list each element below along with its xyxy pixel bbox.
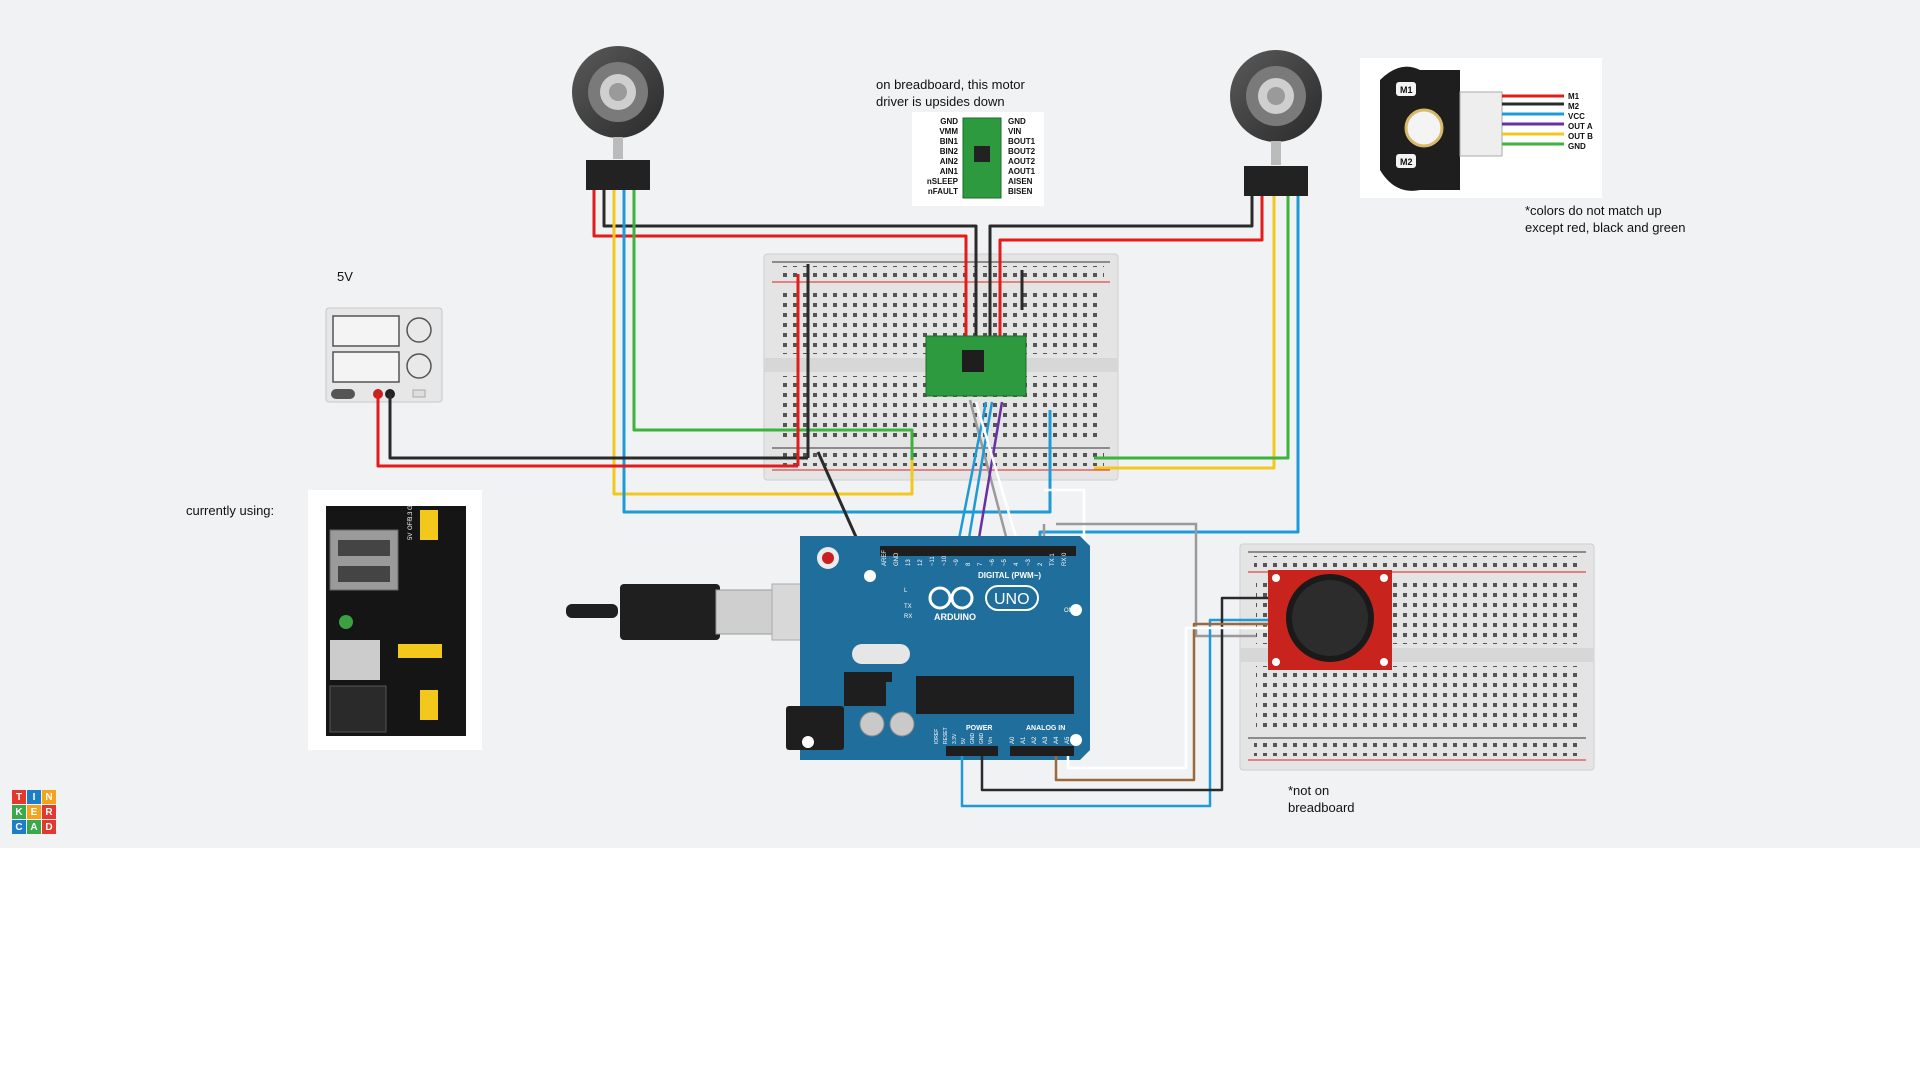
arduino-analog-label: ANALOG IN xyxy=(1026,725,1065,732)
arduino-led-label: ON xyxy=(1064,608,1073,614)
arduino-power-label: POWER xyxy=(966,725,992,732)
arduino-power-pin-label: Vin xyxy=(988,737,994,744)
power-module-label: 5V xyxy=(408,533,414,540)
arduino-digital-pin-label: ~9 xyxy=(954,558,960,566)
tinkercad-logo-letter: K xyxy=(12,805,26,819)
arduino-analog-pin-label: A0 xyxy=(1010,736,1016,744)
motor-driver-on-breadboard[interactable] xyxy=(925,335,1027,397)
arduino-digital-pin-label: 12 xyxy=(918,559,924,566)
power-module-label: OFF xyxy=(408,518,414,530)
arduino-digital-pin-label: ~11 xyxy=(930,556,936,566)
encoder-pin-label: OUT A xyxy=(1568,122,1593,131)
usb-plug xyxy=(620,584,720,640)
arduino-analog-pin-label: A4 xyxy=(1054,736,1060,744)
driver-pin-label: AOUT2 xyxy=(1008,157,1036,166)
driver-pin-label: AOUT1 xyxy=(1008,167,1036,176)
arduino-power-pin-label: RESET xyxy=(943,727,949,744)
currently-using-label: currently using: xyxy=(186,503,275,518)
wires-motor-left xyxy=(592,190,1052,514)
driver-pin-label: GND xyxy=(1008,117,1026,126)
wires-driver-to-arduino xyxy=(956,399,1256,638)
power-voltage-label: 5V xyxy=(337,269,353,284)
arduino-digital-label: DIGITAL (PWM~) xyxy=(978,571,1041,580)
tinkercad-logo-letter: I xyxy=(27,790,41,804)
arduino-digital-pin-label: 7 xyxy=(978,562,984,566)
arduino-digital-pin-label: ~6 xyxy=(990,558,996,566)
arduino-power-pin-label: 5V xyxy=(961,737,967,744)
colors-note: *colors do not match up except red, blac… xyxy=(1525,203,1686,235)
driver-pin-label: BIN1 xyxy=(940,137,959,146)
encoder-pin-label: OUT B xyxy=(1568,132,1593,141)
tinkercad-logo-letter: C xyxy=(12,820,26,834)
driver-pin-label: BOUT2 xyxy=(1008,147,1036,156)
driver-pin-label: BISEN xyxy=(1008,187,1033,196)
tinkercad-logo-letter: A xyxy=(27,820,41,834)
arduino-digital-pin-label: ~5 xyxy=(1002,558,1008,566)
joystick-note: *not on breadboard xyxy=(1288,783,1355,815)
arduino-brand: ARDUINO xyxy=(934,612,976,622)
arduino-analog-pin-label: A3 xyxy=(1043,736,1049,744)
driver-pin-label: AISEN xyxy=(1008,177,1033,186)
arduino-analog-pin-label: A2 xyxy=(1032,736,1038,744)
motor-left[interactable] xyxy=(572,46,664,190)
motor-driver-note: on breadboard, this motor driver is upsi… xyxy=(876,77,1025,109)
breadboard-right[interactable] xyxy=(1239,543,1595,771)
joystick-module[interactable] xyxy=(1268,570,1392,670)
arduino-model: UNO xyxy=(994,591,1030,608)
arduino-analog-pin-label: A5 xyxy=(1065,736,1071,744)
tinkercad-logo-letter: R xyxy=(42,805,56,819)
arduino-digital-pin-label: RX 0 xyxy=(1062,552,1068,566)
tinkercad-logo-letter: N xyxy=(42,790,56,804)
bench-power-supply[interactable] xyxy=(325,307,443,403)
arduino-led-label: RX xyxy=(904,614,912,620)
arduino-power-pin-label: 3.3V xyxy=(952,733,958,744)
motor-right[interactable] xyxy=(1230,50,1322,196)
tinkercad-logo-letter: D xyxy=(42,820,56,834)
driver-pin-label: nFAULT xyxy=(928,187,958,196)
encoder-pin-label: M2 xyxy=(1568,102,1580,111)
power-module-label: 3.3 xyxy=(408,511,414,520)
encoder-pin-label: GND xyxy=(1568,142,1586,151)
arduino-power-pin-label: GND xyxy=(979,733,985,745)
driver-pin-label: BOUT1 xyxy=(1008,137,1036,146)
usb-cable xyxy=(566,604,618,618)
power-module-label: GND xyxy=(408,496,414,510)
driver-pin-label: VMM xyxy=(939,127,958,136)
tinkercad-logo-letter: T xyxy=(12,790,26,804)
arduino-digital-pin-label: GND xyxy=(894,552,900,566)
encoder-pin-label: VCC xyxy=(1568,112,1585,121)
arduino-digital-pin-label: 4 xyxy=(1014,562,1020,566)
arduino-led-label: TX xyxy=(904,604,912,610)
encoder-m2-label: M2 xyxy=(1400,157,1413,167)
encoder-m1-label: M1 xyxy=(1400,85,1413,95)
arduino-digital-pin-label: 13 xyxy=(906,559,912,566)
driver-pin-label: BIN2 xyxy=(940,147,959,156)
driver-pin-label: AIN1 xyxy=(940,167,959,176)
tinkercad-logo-letter: E xyxy=(27,805,41,819)
driver-pin-label: nSLEEP xyxy=(927,177,959,186)
driver-pin-label: AIN2 xyxy=(940,157,959,166)
driver-pin-label: VIN xyxy=(1008,127,1022,136)
arduino-uno[interactable]: UNO ARDUINO DIGITAL (PWM~) POWER ANALOG … xyxy=(566,536,1090,760)
driver-pin-label: GND xyxy=(940,117,958,126)
arduino-digital-pin-label: ~10 xyxy=(942,555,948,566)
arduino-digital-pin-label: TX 1 xyxy=(1050,553,1056,566)
arduino-digital-pin-label: ~3 xyxy=(1026,558,1032,566)
arduino-power-pin-label: GND xyxy=(970,733,976,745)
arduino-digital-pin-label: 8 xyxy=(966,562,972,566)
arduino-power-pin-label: IOREF xyxy=(934,729,940,744)
wires-arduino-to-joystick xyxy=(960,596,1268,808)
encoder-pin-label: M1 xyxy=(1568,92,1580,101)
arduino-led-label: L xyxy=(904,588,908,594)
arduino-digital-pin-label: AREF xyxy=(882,550,888,566)
arduino-analog-pin-label: A1 xyxy=(1021,736,1027,744)
arduino-digital-pin-label: 2 xyxy=(1038,562,1044,566)
